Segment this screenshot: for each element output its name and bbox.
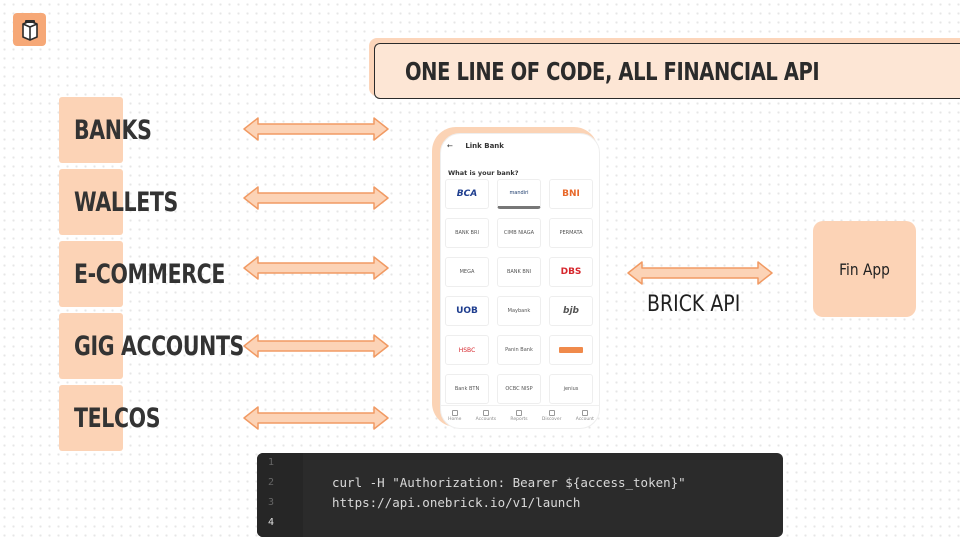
- bank-tile[interactable]: PERMATA: [549, 218, 593, 248]
- bank-name: OCBC NISP: [505, 386, 533, 392]
- bank-tile[interactable]: BANK BRI: [445, 218, 489, 248]
- brick-logo-icon: [13, 13, 46, 46]
- nav-item-reports[interactable]: Reports: [510, 410, 528, 422]
- bank-name: MEGA: [459, 269, 475, 275]
- bank-tile[interactable]: bjb: [549, 296, 593, 326]
- nav-label: Reports: [510, 417, 528, 422]
- bank-name: jenius: [563, 386, 579, 392]
- phone-header-title: Link Bank: [465, 142, 504, 150]
- bank-name: HSBC: [458, 346, 476, 354]
- bank-name: DBS: [560, 267, 582, 277]
- bank-name: Maybank: [507, 308, 531, 314]
- bank-name: CIMB NIAGA: [503, 230, 535, 236]
- wallet-icon: [482, 410, 489, 416]
- phone-mockup: ← Link Bank What is your bank? BCA mandir…: [440, 133, 600, 429]
- bank-tile[interactable]: jenius: [549, 374, 593, 404]
- user-icon: [581, 410, 588, 416]
- double-arrow-icon: [243, 117, 389, 141]
- nav-item-accounts[interactable]: Accounts: [475, 410, 497, 422]
- bank-tile[interactable]: MEGA: [445, 257, 489, 287]
- double-arrow-icon: [243, 186, 389, 210]
- headline-text: ONE LINE OF CODE, ALL FINANCIAL API: [405, 56, 820, 86]
- double-arrow-icon: [627, 261, 773, 285]
- bank-name: Panin Bank: [505, 347, 533, 353]
- category-label-ecommerce: E-COMMERCE: [74, 258, 225, 290]
- category-box-telcos: [59, 385, 123, 451]
- category-box-wallets: [59, 169, 123, 235]
- nav-item-discover[interactable]: Discover: [541, 410, 562, 422]
- line-number: 3: [268, 497, 275, 508]
- bank-logo-icon: [559, 347, 583, 353]
- bank-name: PERMATA: [559, 230, 583, 236]
- chart-icon: [516, 410, 523, 416]
- bank-name: Bank BTN: [454, 386, 480, 392]
- category-box-ecommerce: [59, 241, 123, 307]
- nav-label: Account: [575, 417, 594, 422]
- category-box-banks: [59, 97, 123, 163]
- category-label-banks: BANKS: [74, 114, 152, 146]
- category-label-gig-accounts: GIG ACCOUNTS: [74, 330, 244, 362]
- compass-icon: [548, 410, 555, 416]
- bank-tile[interactable]: HSBC: [445, 335, 489, 365]
- category-box-gig-accounts: [59, 313, 123, 379]
- bank-tile[interactable]: BNI: [549, 179, 593, 209]
- code-line-url: https://api.onebrick.io/v1/launch: [332, 495, 581, 510]
- home-icon: [451, 410, 458, 416]
- bank-tile[interactable]: Bank BTN: [445, 374, 489, 404]
- bank-name: UOB: [456, 306, 478, 316]
- bank-tile[interactable]: OCBC NISP: [497, 374, 541, 404]
- bank-name: mandiri: [509, 190, 529, 196]
- line-number: 2: [268, 477, 275, 488]
- bank-tile[interactable]: CIMB NIAGA: [497, 218, 541, 248]
- bank-tile[interactable]: [549, 335, 593, 365]
- brick-api-label: BRICK API: [647, 292, 741, 317]
- bank-name: BCA: [456, 189, 478, 199]
- category-label-wallets: WALLETS: [74, 186, 178, 218]
- line-number: 4: [268, 517, 275, 528]
- bank-name: BANK BNI: [506, 269, 532, 275]
- nav-item-home[interactable]: Home: [448, 410, 461, 422]
- nav-label: Accounts: [475, 417, 497, 422]
- bank-name: BANK BRI: [455, 230, 479, 236]
- bank-tile[interactable]: BCA: [445, 179, 489, 209]
- code-gutter: [257, 453, 303, 537]
- bank-name: BNI: [562, 189, 580, 199]
- category-label-telcos: TELCOS: [74, 402, 161, 434]
- fin-app-box: Fin App: [813, 221, 916, 317]
- phone-header: ← Link Bank: [447, 142, 504, 150]
- code-snippet: 1 2 3 4 curl -H "Authorization: Bearer $…: [257, 453, 783, 537]
- bank-tile[interactable]: Maybank: [497, 296, 541, 326]
- fin-app-label: Fin App: [839, 259, 890, 279]
- bank-tile[interactable]: DBS: [549, 257, 593, 287]
- double-arrow-icon: [243, 406, 389, 430]
- double-arrow-icon: [243, 256, 389, 280]
- nav-label: Home: [448, 417, 462, 422]
- nav-label: Discover: [541, 417, 562, 422]
- bank-tile[interactable]: UOB: [445, 296, 489, 326]
- bank-name: bjb: [563, 306, 579, 316]
- bank-tile[interactable]: Panin Bank: [497, 335, 541, 365]
- bank-question: What is your bank?: [448, 169, 519, 177]
- bank-tile[interactable]: mandiri: [497, 179, 541, 209]
- arrow-left-icon[interactable]: ←: [447, 142, 453, 150]
- bank-grid: BCA mandiri BNI BANK BRI CIMB NIAGA PERMATA ME…: [445, 179, 597, 404]
- double-arrow-icon: [243, 334, 389, 358]
- bank-tile[interactable]: BANK BNI: [497, 257, 541, 287]
- headline-banner: ONE LINE OF CODE, ALL FINANCIAL API: [374, 43, 960, 99]
- nav-item-account[interactable]: Account: [576, 410, 594, 422]
- line-number: 1: [268, 457, 275, 468]
- code-line-curl: curl -H "Authorization: Bearer ${access_…: [332, 475, 686, 490]
- phone-bottom-nav: Home Accounts Reports Discover Account: [441, 405, 599, 428]
